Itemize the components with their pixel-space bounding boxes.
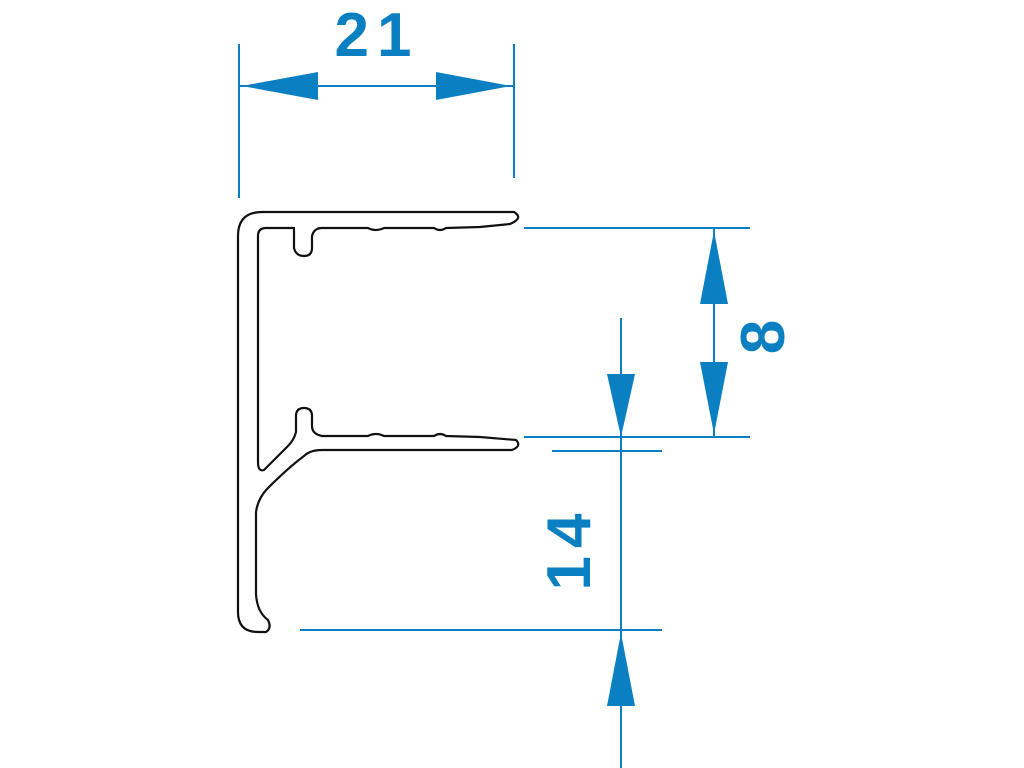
gap-arrow-top [700, 231, 728, 304]
width-arrow-left [242, 72, 318, 100]
dimension-lines [238, 44, 750, 768]
leg-arrow-bottom [607, 633, 635, 706]
arrowheads [242, 72, 728, 706]
profile-outer-contour [236, 210, 520, 634]
gap-dimension-label: 8 [729, 312, 798, 354]
gap-arrow-bottom [700, 362, 728, 434]
aluminium-profile [236, 210, 520, 634]
leg-arrow-top [607, 374, 635, 437]
width-arrow-right [436, 72, 511, 100]
leg-dimension-label: 14 [535, 506, 604, 591]
width-dimension-label: 21 [335, 1, 420, 70]
